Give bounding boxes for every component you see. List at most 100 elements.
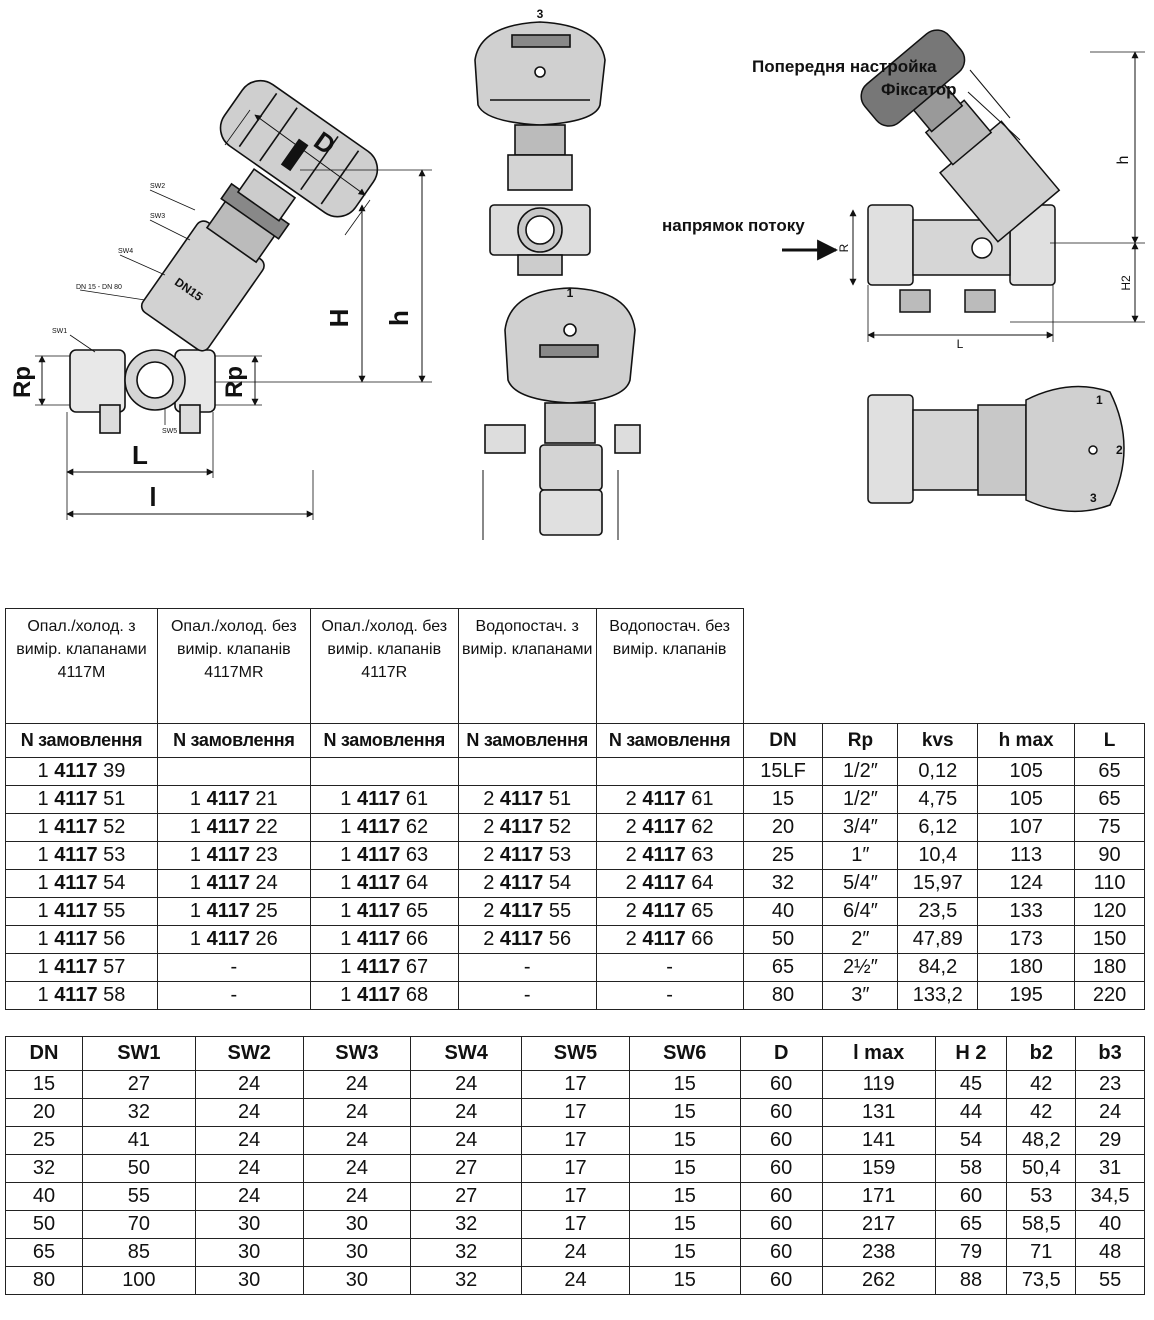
dim-cell: 17 bbox=[521, 1098, 630, 1127]
spec-cell: 6,12 bbox=[897, 813, 979, 842]
dim-cell: 15 bbox=[628, 1098, 741, 1127]
order-number-cell: - bbox=[595, 981, 744, 1010]
valve-drawings-svg: DN15 bbox=[9, 7, 1145, 540]
right-dim-R: R bbox=[837, 243, 851, 252]
dim-cell: 24 bbox=[521, 1238, 630, 1267]
dim-cell: 217 bbox=[821, 1210, 936, 1239]
spec-cell: 80 bbox=[742, 981, 824, 1010]
order-number-cell: 1 4117 25 bbox=[156, 897, 311, 926]
spec-cell: 10,4 bbox=[897, 841, 979, 870]
sw5-label: SW5 bbox=[162, 428, 177, 435]
dim-cell: 65 bbox=[934, 1210, 1008, 1239]
order-number-cell: 1 4117 39 bbox=[5, 757, 158, 786]
spec-cell: 32 bbox=[742, 869, 824, 898]
dim-cell: 15 bbox=[628, 1070, 741, 1099]
dim-cell: 141 bbox=[821, 1126, 936, 1155]
right-top-view bbox=[867, 385, 1125, 513]
col-dn: DN bbox=[742, 723, 824, 758]
spec-cell: 75 bbox=[1074, 813, 1145, 842]
spec-cell: 133 bbox=[977, 897, 1076, 926]
dim-cell: 27 bbox=[410, 1154, 523, 1183]
spec-cell: 113 bbox=[977, 841, 1076, 870]
dim-cell: 40 bbox=[5, 1182, 83, 1211]
col-rp: Rp bbox=[822, 723, 899, 758]
dim-cell: 30 bbox=[194, 1238, 304, 1267]
dim-cell: 23 bbox=[1075, 1070, 1145, 1099]
dim-cell: 50,4 bbox=[1006, 1154, 1077, 1183]
dim-cell: 238 bbox=[821, 1238, 936, 1267]
group-header-row: Опал./холод. з вимір. клапанами 4117M Оп… bbox=[5, 608, 1145, 724]
dim-cell: 40 bbox=[1075, 1210, 1145, 1239]
spec-cell: 84,2 bbox=[897, 953, 979, 982]
dim-cell: 159 bbox=[821, 1154, 936, 1183]
dim-cell: 27 bbox=[410, 1182, 523, 1211]
dim-L-label: L bbox=[132, 440, 148, 470]
dim-column-header: SW4 bbox=[410, 1036, 523, 1071]
flow-direction-callout: напрямок потоку bbox=[662, 216, 805, 235]
dim-cell: 48 bbox=[1075, 1238, 1145, 1267]
dim-cell: 24 bbox=[302, 1126, 412, 1155]
dim-cell: 41 bbox=[81, 1126, 196, 1155]
dim-cell: 58,5 bbox=[1006, 1210, 1077, 1239]
dim-cell: 24 bbox=[1075, 1098, 1145, 1127]
dim-cell: 171 bbox=[821, 1182, 936, 1211]
dim-cell: 15 bbox=[5, 1070, 83, 1099]
spec-cell: 65 bbox=[742, 953, 824, 982]
group-4117mr: Опал./холод. без вимір. клапанів 4117MR bbox=[156, 608, 311, 724]
spec-cell: 3/4″ bbox=[822, 813, 899, 842]
group-water-without-meter: Водопостач. без вимір. клапанів bbox=[595, 608, 744, 724]
group-4117m: Опал./холод. з вимір. клапанами 4117M bbox=[5, 608, 158, 724]
dim-cell: 85 bbox=[81, 1238, 196, 1267]
dim-cell: 32 bbox=[5, 1154, 83, 1183]
order-number-cell: 2 4117 51 bbox=[457, 785, 597, 814]
spec-cell: 105 bbox=[977, 785, 1076, 814]
spec-cell: 180 bbox=[1074, 953, 1145, 982]
dim-cell: 60 bbox=[739, 1238, 823, 1267]
dim-cell: 24 bbox=[302, 1182, 412, 1211]
spec-cell: 3″ bbox=[822, 981, 899, 1010]
order-number-cell: 2 4117 66 bbox=[595, 925, 744, 954]
spec-cell: 1/2″ bbox=[822, 757, 899, 786]
dim-cell: 29 bbox=[1075, 1126, 1145, 1155]
dim-cell: 20 bbox=[5, 1098, 83, 1127]
dim-cell: 15 bbox=[628, 1154, 741, 1183]
col-order-3: N замовлення bbox=[309, 723, 459, 758]
spec-cell: 110 bbox=[1074, 869, 1145, 898]
dim-cell: 60 bbox=[739, 1182, 823, 1211]
dim-h-label: h bbox=[384, 310, 414, 326]
dim-column-header: SW3 bbox=[302, 1036, 412, 1071]
dim-cell: 45 bbox=[934, 1070, 1008, 1099]
dim-column-header: H 2 bbox=[934, 1036, 1008, 1071]
order-number-cell: 1 4117 23 bbox=[156, 841, 311, 870]
col-order-1: N замовлення bbox=[5, 723, 158, 758]
spec-cell: 150 bbox=[1074, 925, 1145, 954]
right-side-labels: h H2 R L bbox=[837, 156, 1133, 351]
dim-cell: 60 bbox=[739, 1210, 823, 1239]
right-dim-L: L bbox=[957, 337, 964, 351]
order-number-cell: 2 4117 55 bbox=[457, 897, 597, 926]
dim-rp-left-label: Rp bbox=[9, 366, 36, 398]
dim-cell: 15 bbox=[628, 1210, 741, 1239]
sw3-label: SW3 bbox=[150, 213, 165, 220]
spec-cell: 5/4″ bbox=[822, 869, 899, 898]
dim-cell: 24 bbox=[194, 1126, 304, 1155]
order-numbers-table: Опал./холод. з вимір. клапанами 4117M Оп… bbox=[5, 608, 1145, 1010]
dim-cell: 60 bbox=[739, 1154, 823, 1183]
spec-cell: 50 bbox=[742, 925, 824, 954]
order-number-cell bbox=[595, 757, 744, 786]
col-order-5: N замовлення bbox=[595, 723, 744, 758]
order-number-cell: 1 4117 67 bbox=[309, 953, 459, 982]
dim-cell: 60 bbox=[739, 1266, 823, 1295]
dim-cell: 24 bbox=[521, 1266, 630, 1295]
right-dim-h: h bbox=[1115, 156, 1132, 165]
order-number-cell: 1 4117 61 bbox=[309, 785, 459, 814]
side-view-drawing: DN15 bbox=[35, 79, 432, 520]
dim-cell: 24 bbox=[410, 1126, 523, 1155]
dim-cell: 30 bbox=[302, 1210, 412, 1239]
dim-rp-right-label: Rp bbox=[221, 366, 248, 398]
